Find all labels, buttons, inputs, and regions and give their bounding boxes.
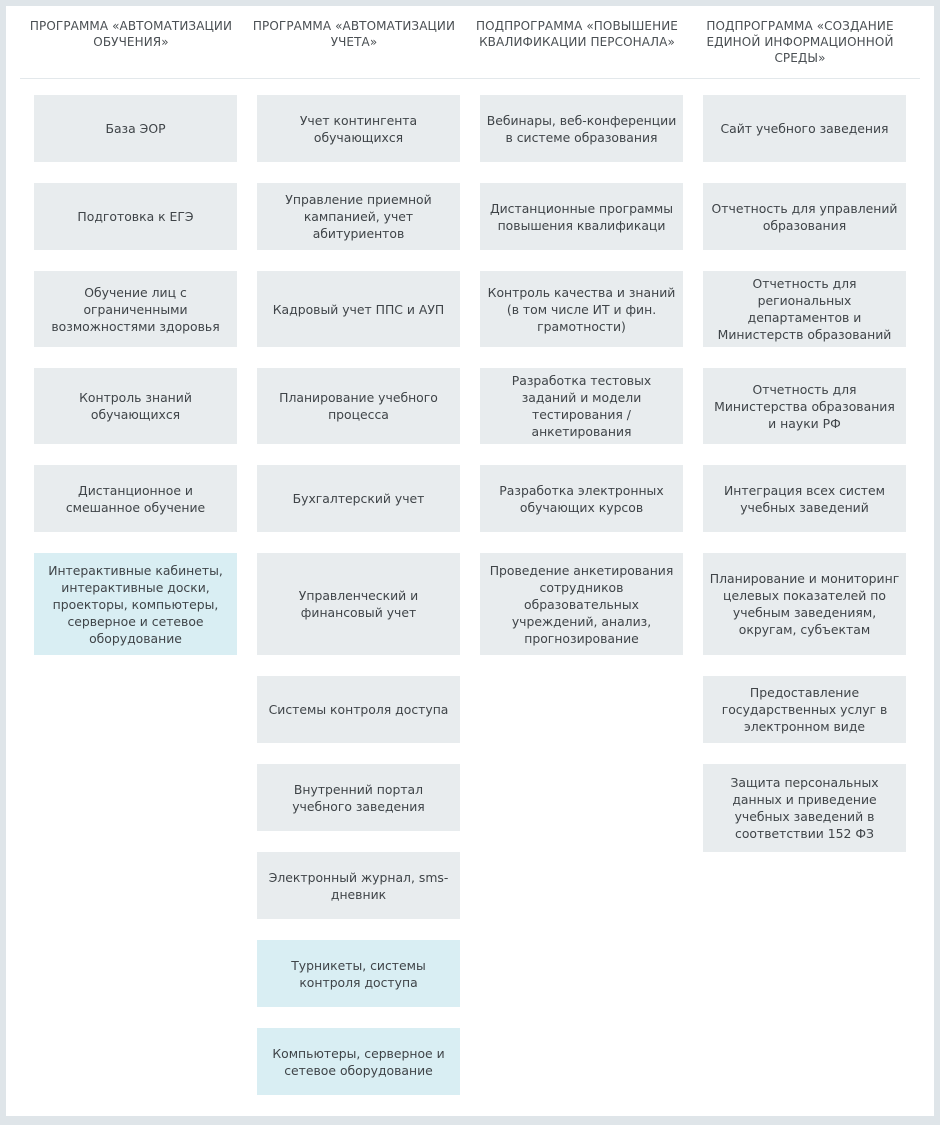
card: Подготовка к ЕГЭ: [34, 183, 237, 250]
card: Контроль качества и знаний (в том числе …: [480, 271, 683, 347]
card: Сайт учебного заведения: [703, 95, 906, 162]
card: Разработка тестовых заданий и модели тес…: [480, 368, 683, 444]
card: Защита персональных данных и приведение …: [703, 764, 906, 852]
card: Предоставление государственных услуг в э…: [703, 676, 906, 743]
column-header-learning: Программа «Автоматизации обучения»: [29, 19, 233, 49]
card: Бухгалтерский учет: [257, 465, 460, 532]
card-highlighted: Интерактивные кабинеты, интерактивные до…: [34, 553, 237, 655]
card-highlighted: Турникеты, системы контроля доступа: [257, 940, 460, 1007]
card: Управленческий и финансовый учет: [257, 553, 460, 655]
card: Дистанционные программы повышения квалиф…: [480, 183, 683, 250]
card: Отчетность для управлений образования: [703, 183, 906, 250]
header-row: Программа «Автоматизации обучения» Прогр…: [20, 6, 920, 79]
card: Учет контингента обучающихся: [257, 95, 460, 162]
card: Вебинары, веб-конференции в системе обра…: [480, 95, 683, 162]
card-highlighted: Компьютеры, серверное и сетевое оборудов…: [257, 1028, 460, 1095]
card: Разработка электронных обучающих курсов: [480, 465, 683, 532]
card: Интеграция всех систем учебных заведений: [703, 465, 906, 532]
card: Контроль знаний обучающихся: [34, 368, 237, 444]
card: Кадровый учет ППС и АУП: [257, 271, 460, 347]
card: Управление приемной кампанией, учет абит…: [257, 183, 460, 250]
card: Электронный журнал, sms-дневник: [257, 852, 460, 919]
card: База ЭОР: [34, 95, 237, 162]
card: Планирование и мониторинг целевых показа…: [703, 553, 906, 655]
card: Планирование учебного процесса: [257, 368, 460, 444]
diagram-frame: Программа «Автоматизации обучения» Прогр…: [6, 6, 934, 1116]
card: Проведение анкетирования сотрудников обр…: [480, 553, 683, 655]
card: Отчетность для Министерства образования …: [703, 368, 906, 444]
card: Дистанционное и смешанное обучение: [34, 465, 237, 532]
card: Внутренний портал учебного заведения: [257, 764, 460, 831]
column-header-info-environment: Подпрограмма «Создание единой информацио…: [706, 19, 894, 65]
column-header-training: Подпрограмма «Повышение квалификации пер…: [476, 19, 678, 49]
card: Отчетность для региональных департаменто…: [703, 271, 906, 347]
card: Обучение лиц с ограниченными возможностя…: [34, 271, 237, 347]
card: Системы контроля доступа: [257, 676, 460, 743]
